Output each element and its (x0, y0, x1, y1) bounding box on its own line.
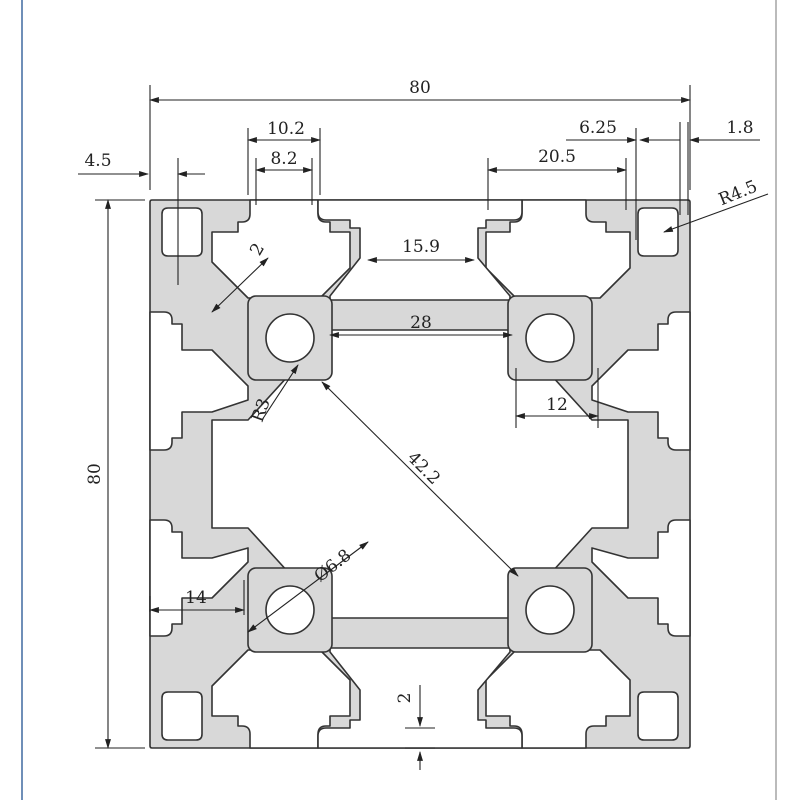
label-2-bottom: 2 (395, 693, 415, 704)
label-1-8: 1.8 (726, 118, 753, 138)
right-lower-slot (591, 519, 691, 637)
left-upper-slot (149, 311, 249, 451)
label-14: 14 (185, 588, 207, 608)
corner-box-top-left (161, 207, 203, 257)
dim-r4-5 (663, 193, 769, 233)
label-10-2: 10.2 (267, 119, 305, 139)
bottom-right-slot (485, 649, 631, 749)
dimensions (78, 85, 769, 770)
label-8-2: 8.2 (270, 149, 297, 169)
label-80-width: 80 (409, 78, 431, 98)
label-28: 28 (410, 313, 432, 333)
label-15-9: 15.9 (402, 237, 440, 257)
right-upper-slot (591, 311, 691, 451)
corner-box-bottom-right (637, 691, 679, 741)
corner-box-bottom-left (161, 691, 203, 741)
label-12: 12 (546, 395, 568, 415)
label-20-5: 20.5 (538, 147, 576, 167)
top-right-slot (485, 199, 631, 299)
corner-box-top-right (637, 207, 679, 257)
dim-r3 (261, 364, 299, 421)
dim-42-2 (321, 381, 519, 577)
label-6-25: 6.25 (579, 118, 617, 138)
label-80-height: 80 (85, 463, 105, 485)
dim-6-8 (247, 541, 369, 633)
hole-top-right (525, 313, 575, 363)
hole-bottom-right (525, 585, 575, 635)
hole-bottom-left (265, 585, 315, 635)
dim-2-top (211, 257, 269, 313)
hole-top-left (265, 313, 315, 363)
label-4-5: 4.5 (84, 151, 111, 171)
